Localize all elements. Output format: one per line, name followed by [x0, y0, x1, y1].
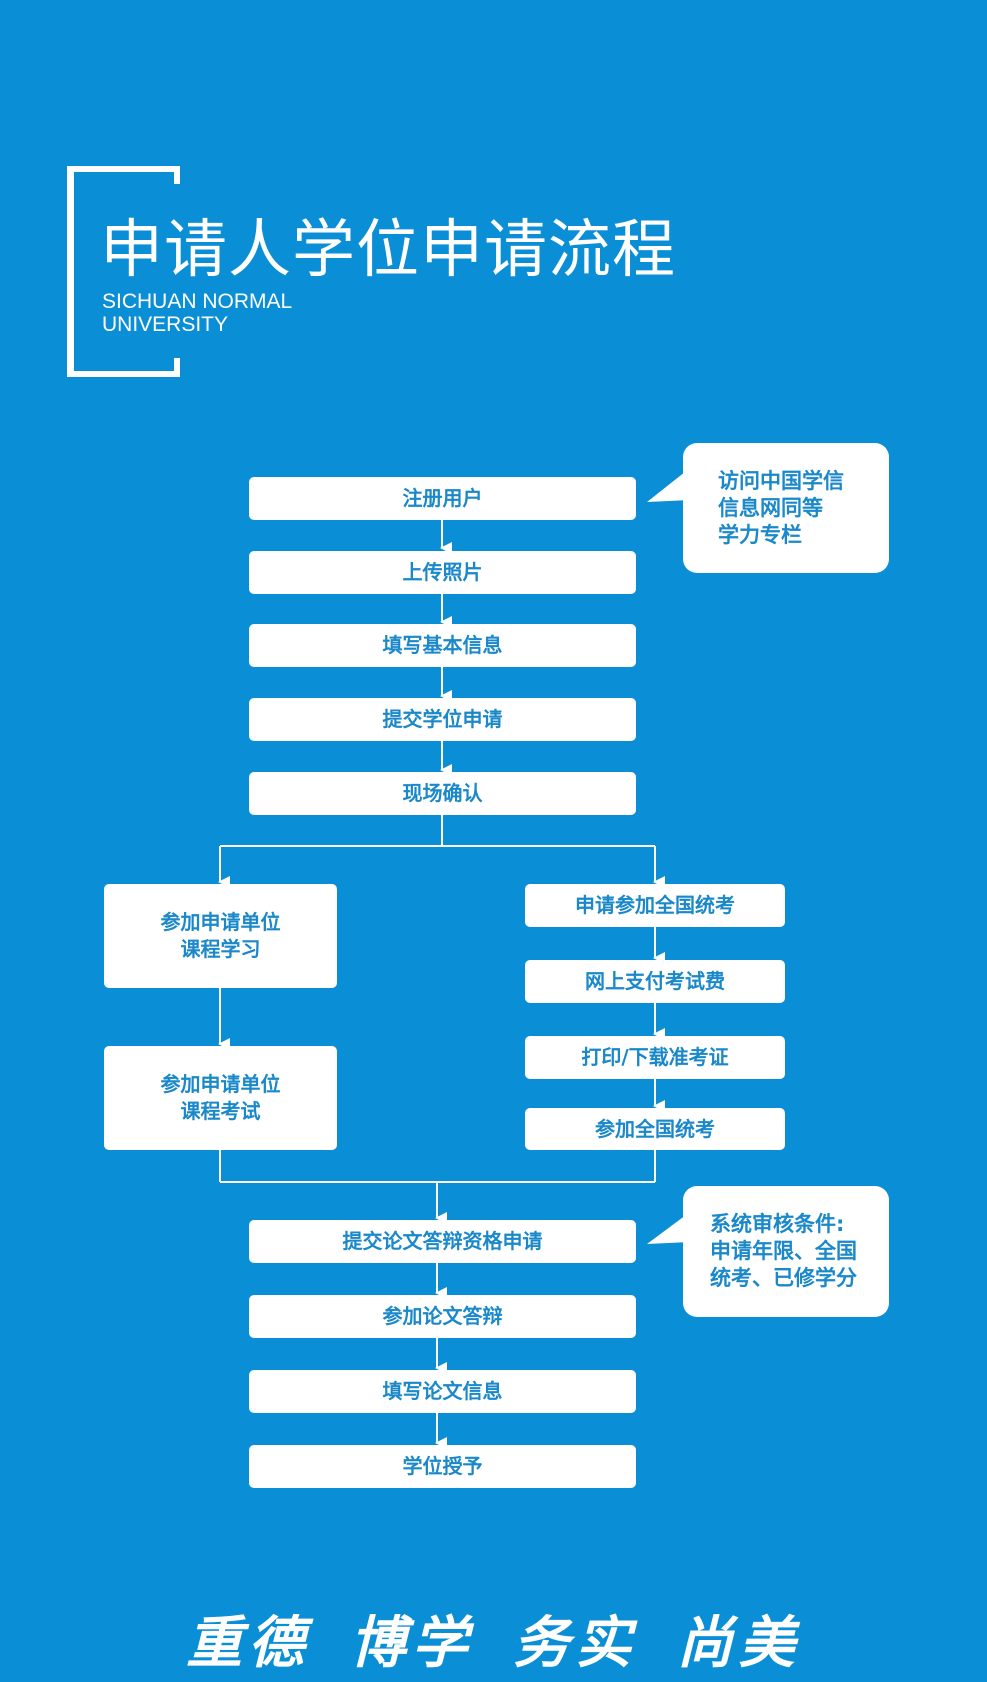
step-fill-basic-info: 填写基本信息	[249, 624, 636, 667]
step-apply-national-exam: 申请参加全国统考	[525, 884, 785, 927]
step-degree-conferral: 学位授予	[249, 1445, 636, 1488]
page-title: 申请人学位申请流程	[100, 213, 676, 286]
step-course-study: 参加申请单位 课程学习	[104, 884, 337, 988]
callout-tail	[647, 1212, 690, 1244]
step-thesis-defense: 参加论文答辩	[249, 1295, 636, 1338]
step-course-exam: 参加申请单位 课程考试	[104, 1046, 337, 1150]
callout-chsi-note: 访问中国学信 信息网同等 学力专栏	[683, 443, 889, 573]
callout-review-conditions: 系统审核条件: 申请年限、全国 统考、已修学分	[683, 1186, 889, 1317]
step-submit-degree-application: 提交学位申请	[249, 698, 636, 741]
step-print-admission-ticket: 打印/下载准考证	[525, 1036, 785, 1079]
step-pay-exam-fee: 网上支付考试费	[525, 960, 785, 1003]
step-register-user: 注册用户	[249, 477, 636, 520]
step-fill-thesis-info: 填写论文信息	[249, 1370, 636, 1413]
step-take-national-exam: 参加全国统考	[525, 1108, 785, 1150]
step-onsite-confirmation: 现场确认	[249, 772, 636, 815]
step-submit-defense-qualification: 提交论文答辩资格申请	[249, 1220, 636, 1263]
university-motto: 重德 博学 务实 尚美	[186, 1610, 801, 1676]
step-upload-photo: 上传照片	[249, 551, 636, 594]
university-name: SICHUAN NORMAL UNIVERSITY	[102, 290, 293, 336]
callout-tail	[647, 468, 690, 502]
